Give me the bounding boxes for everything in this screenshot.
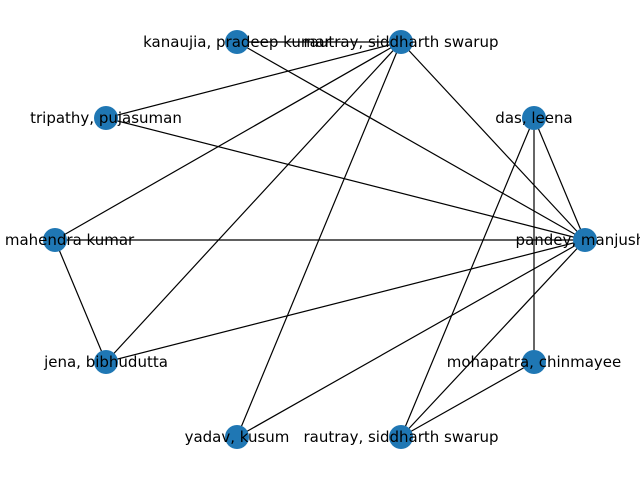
node-label-n1: rautray, siddharth swarup [303,33,498,51]
node-n4 [573,228,597,252]
node-n3 [94,106,118,130]
edge-n0-n4 [236,41,586,241]
node-n7 [522,350,546,374]
edge-n5-n6 [54,239,107,363]
edge-n1-n5 [54,41,402,241]
edge-n2-n9 [400,117,535,438]
edge-layer [54,41,586,438]
node-label-n5: ria, mahendra kumar [0,231,135,249]
node-label-n8: yadav, kusum [185,428,290,446]
edge-n1-n4 [400,41,586,241]
edge-n1-n3 [105,41,402,119]
edge-n2-n4 [533,117,586,241]
node-label-n3: tripathy, pujasuman [30,109,182,127]
edge-n3-n4 [105,117,586,241]
node-label-n2: das, leena [495,109,572,127]
node-n1 [389,30,413,54]
edge-n8-n4 [236,239,586,438]
edge-n6-n4 [105,239,586,363]
node-n9 [389,425,413,449]
node-n6 [94,350,118,374]
node-label-n0: kanaujia, pradeep kumar [143,33,332,51]
node-label-n6: jena, bibhudutta [43,353,168,371]
node-label-n7: mohapatra, chinmayee [447,353,622,371]
node-n5 [43,228,67,252]
node-n0 [225,30,249,54]
node-label-n9: rautray, siddharth swarup [303,428,498,446]
edge-n9-n7 [400,361,535,438]
node-layer [43,30,597,449]
edge-n9-n4 [400,239,586,438]
edge-n1-n6 [105,41,402,363]
node-label-n4: pandey, manjusha [516,231,640,249]
node-n2 [522,106,546,130]
node-n8 [225,425,249,449]
